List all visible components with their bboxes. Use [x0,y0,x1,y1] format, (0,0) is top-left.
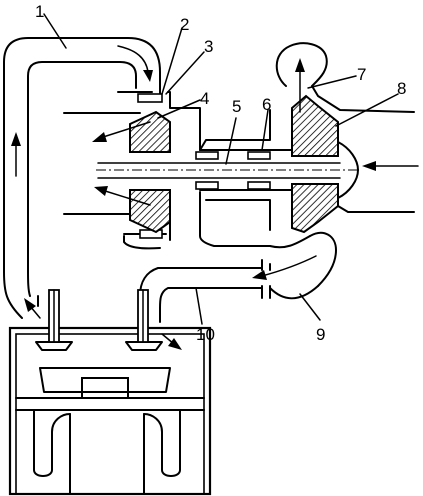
label-8: 8 [397,79,406,98]
label-7: 7 [357,65,366,84]
flow-arrows [11,45,419,350]
charge-air-pipe [139,235,319,323]
rotor-shaft [96,162,360,179]
label-6: 6 [262,95,271,114]
label-9: 9 [316,325,325,344]
bearings [195,151,271,190]
turbine-housing [63,91,293,250]
label-5: 5 [232,97,241,116]
label-10: 10 [196,325,215,344]
compressor-wheel [291,94,339,234]
label-1: 1 [35,2,44,21]
turbine-wheel [129,110,171,234]
compressor-housing [275,42,415,287]
part-labels: 1 2 3 4 5 6 7 8 9 10 [35,2,406,344]
label-2: 2 [180,15,189,34]
engine-cylinder [8,289,212,496]
exhaust-pipe [3,37,161,319]
leader-lines [43,13,399,325]
label-3: 3 [204,37,213,56]
label-4: 4 [200,89,209,108]
nozzle-ring-top [137,93,163,103]
